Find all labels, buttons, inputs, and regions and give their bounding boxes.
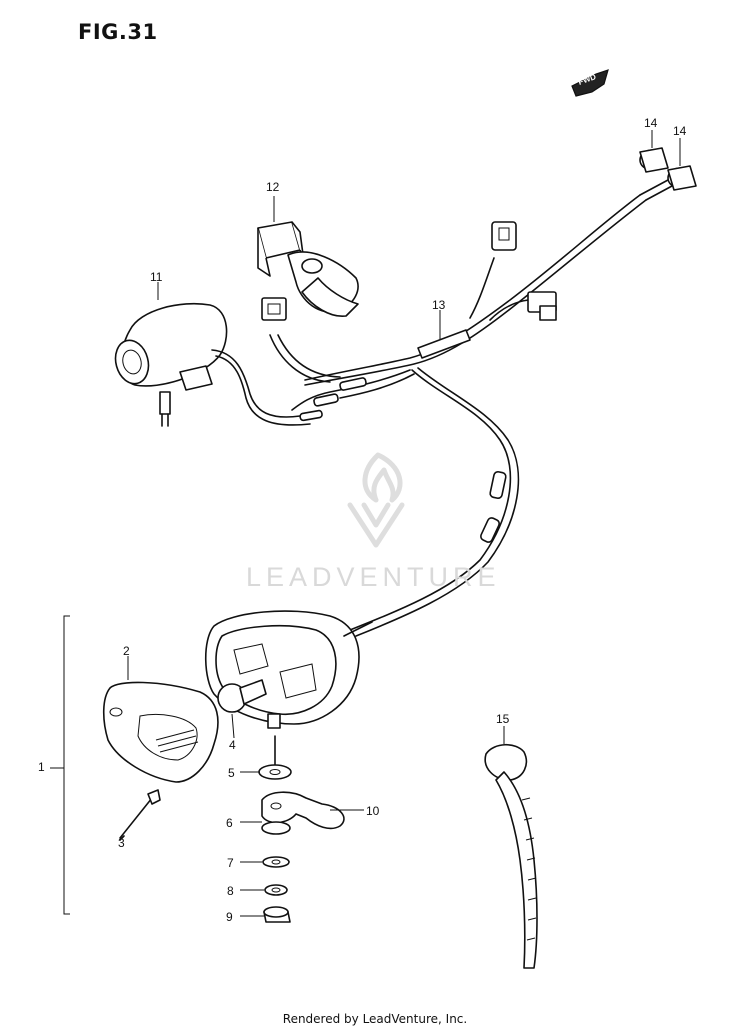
leader-lines — [50, 130, 681, 917]
footer-credit: Rendered by LeadVenture, Inc. — [282, 1012, 468, 1026]
callout-4: 4 — [229, 738, 236, 752]
callout-2: 2 — [123, 644, 130, 658]
part-11-turn-signal — [114, 302, 323, 427]
figure-title: FIG.31 — [78, 20, 158, 44]
callout-14-left: 14 — [644, 116, 658, 130]
callout-7: 7 — [227, 856, 234, 870]
callout-1: 1 — [38, 760, 45, 774]
callout-14-right: 14 — [673, 124, 687, 138]
callout-8: 8 — [227, 884, 234, 898]
part-12-switch — [257, 221, 359, 321]
callout-3: 3 — [118, 836, 125, 850]
callout-13: 13 — [432, 298, 446, 312]
callout-15: 15 — [496, 712, 510, 726]
wiring-harness — [269, 179, 673, 637]
part-15-cable-tie — [484, 743, 538, 969]
watermark-logo — [347, 452, 405, 548]
callout-11: 11 — [150, 270, 163, 284]
callout-5: 5 — [228, 766, 235, 780]
part-14-bushings — [639, 147, 697, 191]
callout-12: 12 — [266, 180, 280, 194]
callout-10: 10 — [366, 804, 380, 818]
part-1-tail-light-housing — [102, 610, 373, 841]
fwd-arrow-icon — [571, 69, 609, 97]
callout-9: 9 — [226, 910, 233, 924]
watermark-text: LEADVENTURE — [246, 562, 501, 592]
hardware-stack — [258, 735, 345, 923]
callout-6: 6 — [226, 816, 233, 830]
